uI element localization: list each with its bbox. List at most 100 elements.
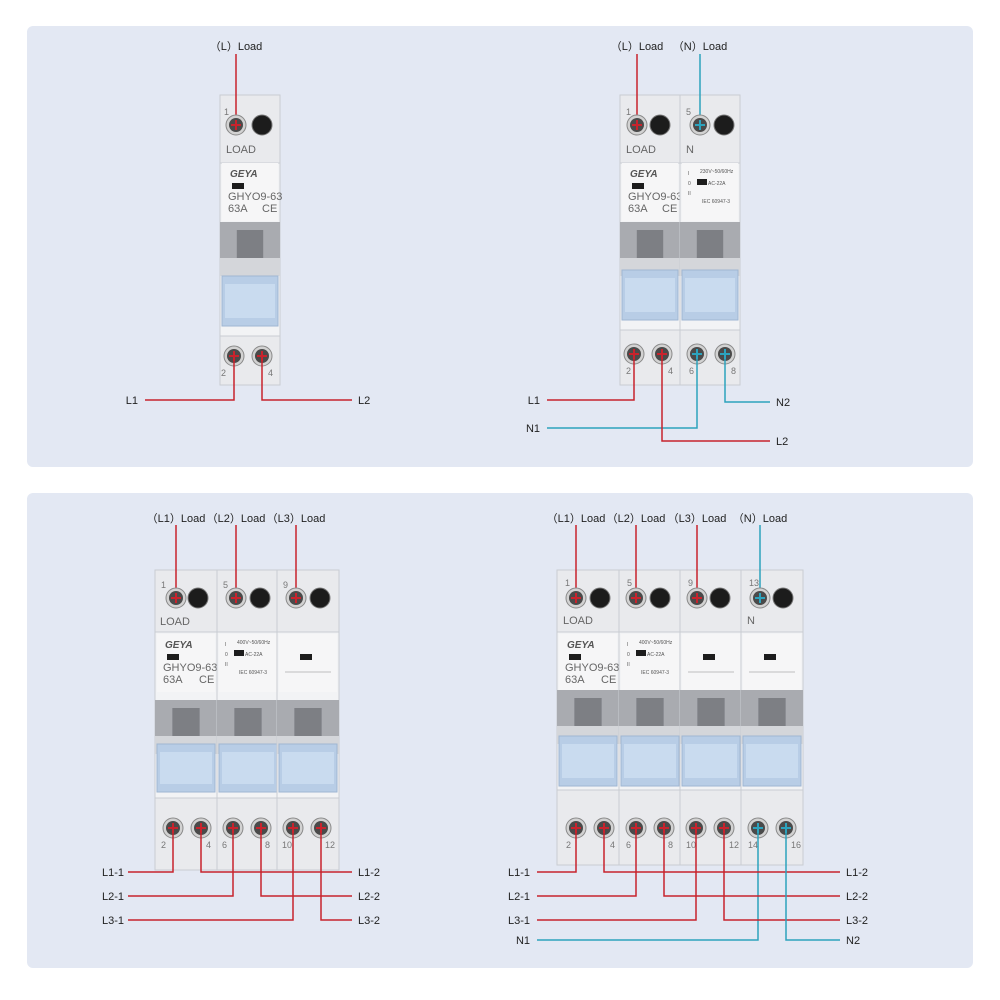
cover-window [222,752,274,784]
cover-window [160,752,212,784]
faceplate [621,634,679,690]
load-marking: LOAD [160,616,190,628]
terminal-number: 5 [686,107,691,117]
cover-window [282,752,334,784]
cover-window [624,744,676,778]
brand-logo: GEYA [567,640,595,651]
handle-lever [636,698,664,726]
current-rating: 63A [628,203,648,215]
terminal-hole [772,587,794,609]
wire-l1-2 [603,828,840,873]
terminal-number: 4 [268,368,273,378]
terminal-number: 5 [627,578,632,588]
terminal-number: 12 [325,840,335,850]
faceplate [682,634,740,690]
current-rating: 63A [565,674,585,686]
terminal-hole [187,587,209,609]
ce-mark: CE [601,674,616,686]
model-number: GHYO9-63 [628,191,682,203]
handle-lever [697,698,725,726]
switch-position-label: II [225,662,228,668]
wire-l3-1 [128,828,294,921]
terminal-hole [649,587,671,609]
status-indicator [632,183,644,189]
status-indicator [300,654,312,660]
terminal-number: 13 [749,578,759,588]
side-label: L1-2 [358,867,380,879]
top-label: （L2）Load [607,512,666,525]
terminal-hole [251,114,273,136]
faceplate [222,163,278,221]
switch-module [619,94,681,386]
wire-l2 [661,354,770,442]
handle-lever [574,698,602,726]
wire-l1-1 [537,828,577,873]
ce-mark: CE [199,674,214,686]
terminal-number: 8 [731,366,736,376]
cover-window [685,744,737,778]
side-label: L3-1 [508,915,530,927]
terminal-number: 2 [161,840,166,850]
cover-window [746,744,798,778]
handle-base [220,258,280,276]
terminal-number: 1 [224,107,229,117]
terminal-number: 1 [565,578,570,588]
terminal-number: 4 [668,366,673,376]
side-label: L1-2 [846,867,868,879]
status-indicator [697,179,707,185]
terminal-5 [689,114,711,136]
standard-number: IEC 60947-3 [239,670,267,676]
top-label: （L）Load [611,40,664,53]
switch-module [618,569,682,866]
diagram-panel-top [27,26,973,467]
side-label: N1 [516,935,530,947]
wire-l2-2 [663,828,840,897]
faceplate [219,634,277,692]
wire-n1 [537,828,759,941]
wire-l1-1 [128,828,174,873]
standard-number: IEC 60947-3 [641,670,669,676]
status-indicator [167,654,179,660]
handle-lever [172,708,200,736]
terminal-number: 2 [626,366,631,376]
current-rating: 63A [163,674,183,686]
voltage-spec: 230V~50/60Hz [700,169,734,175]
standard-number: IEC 60947-3 [702,199,730,205]
top-label: （L3）Load [668,512,727,525]
utilization-category: AC-22A [245,652,263,658]
ce-mark: CE [262,203,277,215]
brand-logo: GEYA [230,169,258,180]
model-number: GHYO9-63 [163,662,217,674]
top-label: （L2）Load [207,512,266,525]
terminal-1 [626,114,648,136]
terminal-number: 6 [626,840,631,850]
wire-l1 [547,354,635,401]
load-marking: LOAD [226,144,256,156]
switch-position-label: I [225,642,226,648]
side-label: L1-1 [508,867,530,879]
load-marking: LOAD [563,615,593,627]
faceplate [743,634,801,690]
brand-logo: GEYA [630,169,658,180]
side-label: L1 [528,395,540,407]
handle-lever [236,230,264,258]
top-label: （N）Load [733,512,787,525]
terminal-hole [309,587,331,609]
terminal-number: 8 [668,840,673,850]
wire-l3-2 [320,828,352,921]
wire-l1-2 [200,828,352,873]
handle-lever [234,708,262,736]
current-rating: 63A [228,203,248,215]
utilization-category: AC-22A [708,181,726,187]
side-label: L2-1 [508,891,530,903]
load-marking: LOAD [626,144,656,156]
status-indicator [232,183,244,189]
status-indicator [636,650,646,656]
cover-window [562,744,614,778]
handle-lever [696,230,724,258]
top-label: （N）Load [673,40,727,53]
terminal-number: 9 [688,578,693,588]
terminal-number: 4 [206,840,211,850]
terminal-1 [225,114,247,136]
